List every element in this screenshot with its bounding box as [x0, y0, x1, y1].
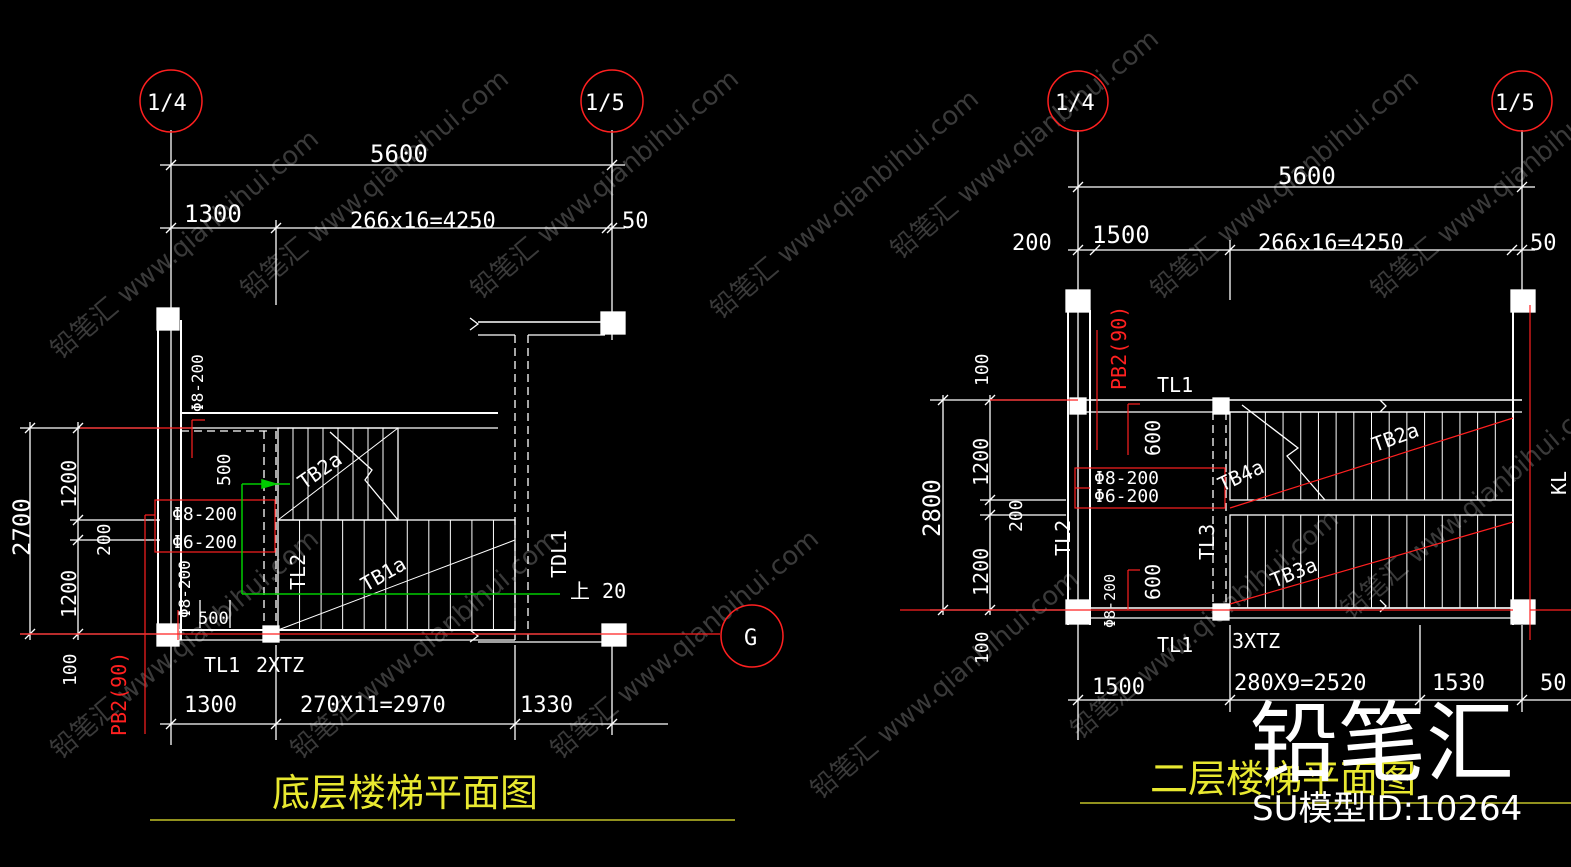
- dim-50: 50: [622, 209, 649, 234]
- rebar-phi8-right-bottom: Φ8-200: [1101, 574, 1119, 628]
- axis-label-1-5: 1/5: [585, 91, 625, 116]
- dim-1200-b: 1200: [57, 570, 81, 618]
- label-3xtz: 3XTZ: [1232, 629, 1280, 653]
- dim-1200-b-right: 1200: [969, 548, 993, 596]
- left-red-lines: [20, 419, 720, 734]
- axis-bubble-1-4-left: [139, 69, 203, 133]
- dim-1330: 1330: [520, 693, 573, 718]
- label-pb2-left: PB2(90): [107, 652, 131, 736]
- label-tl2-right: TL2: [1051, 520, 1075, 556]
- label-up-20: 上 20: [570, 579, 626, 603]
- dim-steps-bottom: 270X11=2970: [300, 693, 446, 718]
- dim-100-top-right: 100: [972, 353, 993, 386]
- watermark-url: 铅笔汇 www.qianbihui.com: [805, 564, 1085, 805]
- label-tl3: TL3: [1195, 524, 1219, 560]
- left-stair-plan: [20, 130, 668, 745]
- dim-50-bottom-right: 50: [1540, 671, 1567, 696]
- left-plan-title: 底层楼梯平面图: [272, 771, 538, 815]
- dim-200-right: 200: [1012, 231, 1052, 256]
- stair-treads-lower: [299, 520, 494, 630]
- dim-100: 100: [60, 653, 81, 686]
- dim-steps-top: 266x16=4250: [350, 209, 496, 234]
- dim-1500-top: 1500: [1092, 221, 1150, 249]
- dim-200-mid-right: 200: [1006, 499, 1027, 532]
- axis-label-1-4-right: 1/4: [1055, 91, 1095, 116]
- stair-treads-lower-right: [1247, 515, 1496, 608]
- dim-200: 200: [94, 523, 115, 556]
- axis-bubble-1-4-right: [1047, 70, 1109, 132]
- dim-2800: 2800: [918, 479, 946, 537]
- left-green-lines: [241, 479, 560, 595]
- watermark-url: 铅笔汇 www.qianbihui.com: [545, 524, 825, 765]
- label-tb2a-right: TB2a: [1369, 418, 1422, 457]
- rebar-phi8-top: Φ8-200: [188, 354, 207, 412]
- right-red-lines: [900, 305, 1571, 640]
- dim-600-a: 600: [1141, 420, 1165, 456]
- right-stair-plan: [930, 130, 1571, 740]
- label-tl1-top: TL1: [1157, 373, 1193, 397]
- watermark-url: 铅笔汇 www.qianbihui.com: [45, 524, 325, 765]
- dim-steps-top-right: 266x16=4250: [1258, 231, 1404, 256]
- dim-1530: 1530: [1432, 671, 1485, 696]
- stair-treads-upper: [292, 428, 384, 520]
- right-plan-title: 二层楼梯平面图: [1150, 757, 1416, 801]
- dim-5600-right: 5600: [1278, 162, 1336, 190]
- dim-2700: 2700: [8, 498, 36, 556]
- rebar-phi6-right: Φ6-200: [1094, 486, 1159, 507]
- label-tl2: TL2: [286, 554, 310, 590]
- dim-500-v: 500: [214, 453, 235, 486]
- label-pb2-right: PB2(90): [1107, 306, 1131, 390]
- dim-1200-a: 1200: [57, 460, 81, 508]
- dim-600-b: 600: [1141, 564, 1165, 600]
- dim-steps-bottom-right: 280X9=2520: [1234, 671, 1366, 696]
- rebar-phi8-bottom: Φ8-200: [175, 560, 194, 618]
- dim-1300-bottom: 1300: [184, 693, 237, 718]
- dim-50-top-right: 50: [1530, 231, 1557, 256]
- dim-5600: 5600: [370, 140, 428, 168]
- label-tb4a: TB4a: [1214, 454, 1268, 496]
- dim-500-h: 500: [198, 609, 229, 629]
- dim-100-bottom-right: 100: [972, 631, 993, 664]
- label-tl1: TL1: [204, 653, 240, 677]
- axis-bubble-g: [720, 604, 784, 668]
- dim-1200-a-right: 1200: [969, 438, 993, 486]
- watermark-url: 铅笔汇 www.qianbihui.com: [1335, 384, 1571, 625]
- dim-1500-bottom: 1500: [1092, 675, 1145, 700]
- stair-treads-upper-right: [1247, 412, 1496, 500]
- dim-1300-top: 1300: [184, 200, 242, 228]
- axis-label-g: G: [744, 626, 757, 651]
- brand-logo: 铅笔汇: [1250, 692, 1514, 795]
- axis-bubble-1-5-right: [1491, 70, 1553, 132]
- rebar-phi8-right: Φ8-200: [1094, 468, 1159, 489]
- watermark-url: 铅笔汇 www.qianbihui.com: [285, 524, 565, 765]
- label-2xtz: 2XTZ: [256, 653, 304, 677]
- label-tl1-bottom: TL1: [1157, 633, 1193, 657]
- axis-bubble-1-5-left: [580, 69, 644, 133]
- axis-label-1-4: 1/4: [147, 91, 187, 116]
- label-tdl1: TDL1: [547, 530, 571, 578]
- axis-label-1-5-right: 1/5: [1495, 91, 1535, 116]
- rebar-phi6: Φ6-200: [172, 532, 237, 553]
- brand-logo-id: SU模型ID:10264: [1252, 789, 1522, 829]
- label-kl: KL: [1547, 471, 1571, 495]
- rebar-phi8-1: Φ8-200: [172, 504, 237, 525]
